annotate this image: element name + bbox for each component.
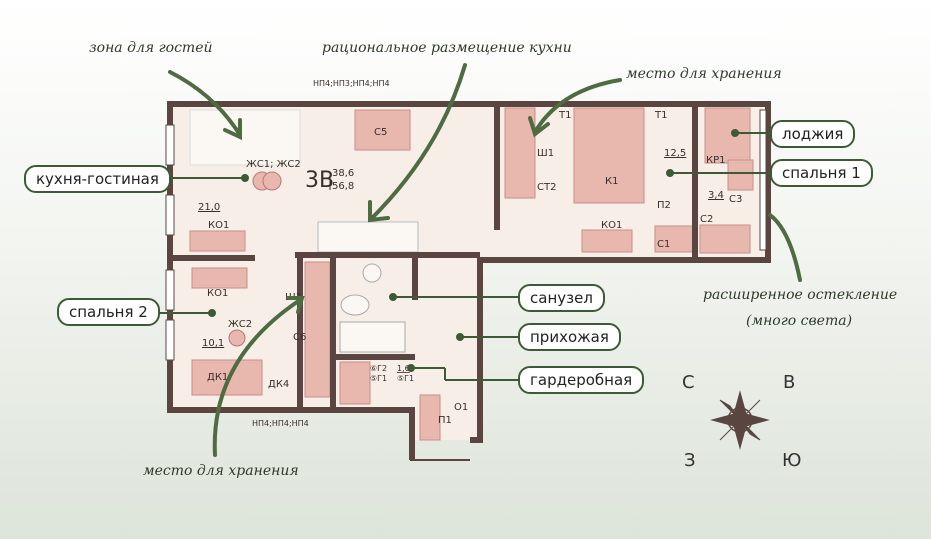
arrow-icon [168, 70, 242, 137]
label-kp1: КР1 [706, 155, 726, 166]
windows [165, 109, 767, 361]
bedroom2-area: 10,1 [202, 338, 224, 349]
bathtub [339, 321, 406, 353]
toilet [340, 294, 370, 316]
dining-table [354, 109, 411, 151]
kitchen-area: 21,0 [198, 202, 220, 213]
annotation-arrows [168, 63, 802, 457]
label-ko1: КО1 [208, 220, 229, 231]
compass-west: З [684, 450, 696, 471]
label-c3: С3 [729, 194, 742, 205]
label-c1: С1 [657, 239, 670, 250]
note-glazing: расширенное остекление [703, 287, 898, 303]
arrow-icon [768, 213, 802, 282]
compass-east: В [783, 372, 796, 393]
label-o1: О1 [454, 402, 468, 413]
note-storage-bottom: место для хранения [143, 463, 299, 479]
compass-south: Ю [782, 450, 802, 471]
kitchen-radiator [189, 230, 246, 252]
compass-north: С [682, 372, 695, 393]
arrow-icon [370, 63, 467, 220]
wardrobe-left [304, 261, 331, 398]
label-p2: П2 [657, 200, 671, 211]
bottom-marker: НП4;НП4;НП4 [252, 419, 309, 428]
label-dk4: ДК4 [268, 379, 289, 390]
label-sh1: Ш1 [537, 148, 554, 159]
callout-hallway: прихожая [518, 323, 621, 351]
callout-kitchen-living: кухня-гостиная [24, 165, 171, 193]
label-t1: Т1 [558, 110, 571, 121]
label-dk1: ДК1 [207, 372, 228, 383]
arrow-icon [212, 298, 302, 457]
total-area: 56,8 [332, 181, 354, 192]
label-ko1: КО1 [207, 288, 228, 299]
sink [362, 263, 382, 283]
callout-bedroom2: спальня 2 [57, 298, 160, 326]
walls [167, 101, 771, 461]
label-k1: К1 [605, 176, 618, 187]
note-storage-top: место для хранения [626, 66, 782, 82]
callout-loggia: лоджия [770, 120, 856, 148]
label-t1: Т1 [654, 110, 667, 121]
sofa-bed [191, 359, 263, 396]
label-zhs2: ЖС2 [228, 319, 252, 330]
callout-bedroom1: спальня 1 [770, 159, 873, 187]
kitchen-counter [317, 221, 419, 253]
label-p1: П1 [438, 415, 452, 426]
armchair [704, 107, 751, 164]
label-c5: С5 [374, 127, 387, 138]
label-g2: ⑥Г2 [370, 364, 387, 373]
top-marker: НП4;НП3;НП4;НП4 [313, 79, 390, 88]
label-c2: С2 [700, 214, 713, 225]
label-c6: С6 [293, 332, 306, 343]
wardrobe-area: 1,6 [397, 364, 410, 373]
label-ko1: КО1 [601, 220, 622, 231]
label-ct2: СТ2 [537, 182, 556, 193]
label-zhs: ЖС1; ЖС2 [246, 159, 301, 170]
note-kitchen-layout: рациональное размещение кухни [322, 40, 572, 56]
label-g1: ⑤Г1 [370, 374, 387, 383]
label-g1: ⑤Г1 [397, 374, 414, 383]
apartment-type: 3В [305, 168, 334, 193]
callout-wardrobe: гардеробная [518, 366, 645, 394]
compass-icon [710, 390, 770, 450]
loggia-area: 3,4 [708, 190, 724, 201]
callout-bathroom: санузел [518, 284, 605, 312]
note-guest-zone: зона для гостей [89, 40, 213, 56]
living-area: 38,6 [332, 168, 354, 179]
note-glazing-sub: (много света) [746, 313, 853, 329]
bedroom1-area: 12,5 [664, 148, 686, 159]
arrow-icon [533, 78, 622, 134]
leader-lines [160, 129, 770, 381]
bed [573, 107, 645, 204]
shoe-rack [419, 394, 441, 441]
